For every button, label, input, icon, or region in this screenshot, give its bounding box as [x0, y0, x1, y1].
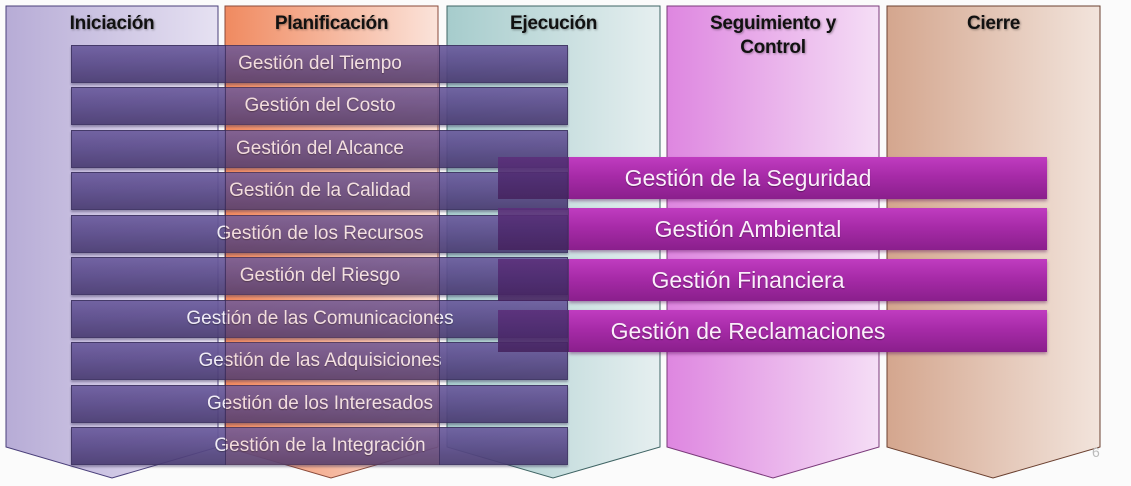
- knowledge-area-label: Gestión del Tiempo: [238, 53, 402, 74]
- extension-area-bar: Gestión Ambiental: [498, 208, 1047, 250]
- extension-area-label: Gestión de Reclamaciones: [610, 318, 886, 344]
- extension-area-label: Gestión Ambiental: [654, 216, 842, 242]
- phase-title-iniciacion: Iniciación: [69, 13, 155, 34]
- knowledge-area-label: Gestión de los Recursos: [216, 223, 424, 244]
- extension-bar-body: Gestión de la Seguridad: [569, 157, 1047, 199]
- extension-bar-body: Gestión de Reclamaciones: [569, 310, 1047, 352]
- knowledge-area-label: Gestión de los Interesados: [206, 393, 434, 414]
- knowledge-area-bar: Gestión del Riesgo: [71, 257, 568, 295]
- phase-title-ejecucion: Ejecución: [509, 13, 598, 34]
- knowledge-area-bar: Gestión del Alcance: [71, 130, 568, 168]
- knowledge-area-label: Gestión del Alcance: [236, 138, 404, 159]
- extension-bar-overlap: [498, 157, 569, 199]
- knowledge-area-bar: Gestión de las Adquisiciones: [71, 342, 568, 380]
- knowledge-area-bar: Gestión del Tiempo: [71, 45, 568, 83]
- extension-bar-body: Gestión Financiera: [569, 259, 1047, 301]
- knowledge-area-label: Gestión de las Comunicaciones: [186, 308, 454, 329]
- phase-title-seguimiento-line2: Control: [740, 37, 806, 58]
- extension-bar-overlap: [498, 310, 569, 352]
- knowledge-area-bar: Gestión de la Integración: [71, 427, 568, 465]
- phase-title-cierre: Cierre: [966, 13, 1021, 34]
- knowledge-area-label: Gestión del Riesgo: [239, 265, 401, 286]
- extension-area-bar: Gestión de Reclamaciones: [498, 310, 1047, 352]
- extension-area-label: Gestión Financiera: [651, 267, 845, 293]
- extension-area-bar: Gestión de la Seguridad: [498, 157, 1047, 199]
- extension-area-label: Gestión de la Seguridad: [624, 165, 872, 191]
- knowledge-area-bar: Gestión de los Recursos: [71, 215, 568, 253]
- knowledge-area-bar: Gestión del Costo: [71, 87, 568, 125]
- knowledge-area-label: Gestión del Costo: [244, 95, 396, 116]
- extension-area-bar: Gestión Financiera: [498, 259, 1047, 301]
- extension-bar-body: Gestión Ambiental: [569, 208, 1047, 250]
- phase-title-seguimiento: Seguimiento y Control: [667, 12, 879, 60]
- extension-bar-overlap: [498, 259, 569, 301]
- knowledge-area-label: Gestión de la Calidad: [229, 180, 411, 201]
- page-number: 6: [1092, 444, 1100, 460]
- extension-bar-overlap: [498, 208, 569, 250]
- knowledge-area-bar: Gestión de la Calidad: [71, 172, 568, 210]
- phase-title-seguimiento-line1: Seguimiento y: [710, 13, 836, 34]
- knowledge-area-bar: Gestión de los Interesados: [71, 385, 568, 423]
- phase-title-planificacion: Planificación: [274, 13, 389, 34]
- knowledge-area-label: Gestión de las Adquisiciones: [198, 350, 442, 371]
- knowledge-area-bar: Gestión de las Comunicaciones: [71, 300, 568, 338]
- knowledge-area-label: Gestión de la Integración: [214, 435, 426, 456]
